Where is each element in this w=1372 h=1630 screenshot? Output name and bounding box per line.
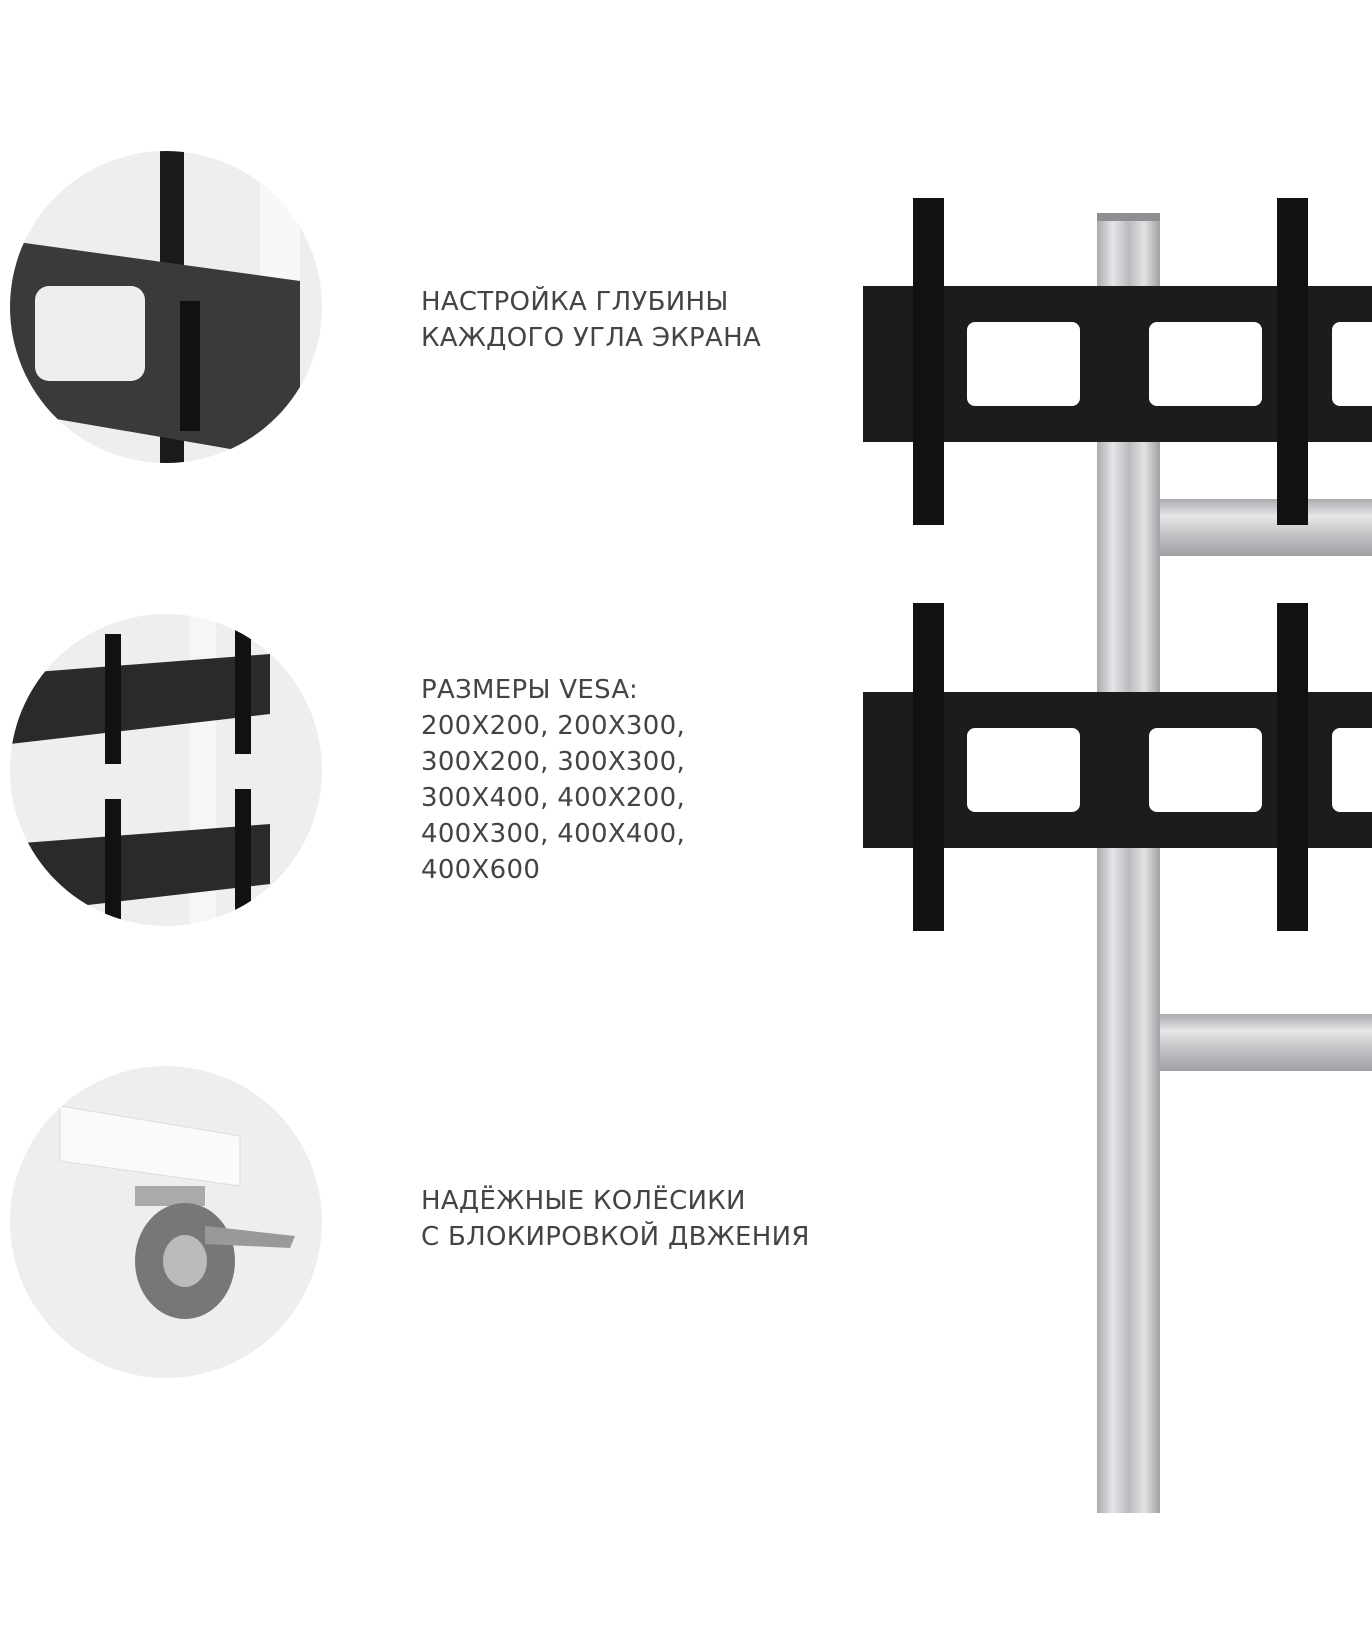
caption-line: РАЗМЕРЫ VESA:: [421, 675, 639, 705]
feature-depth-caption: НАСТРОЙКА ГЛУБИНЫ КАЖДОГО УГЛА ЭКРАНА: [421, 284, 761, 356]
caption-line: 300X200, 300X300,: [421, 747, 686, 777]
mount-bracket-bottom: [863, 603, 1372, 931]
feature-vesa-caption: РАЗМЕРЫ VESA: 200X200, 200X300, 300X200,…: [421, 672, 685, 888]
vesa-brackets-photo: [10, 614, 322, 926]
crossbar: [1160, 1014, 1372, 1071]
caption-line: 200X200, 200X300,: [421, 711, 686, 741]
caption-line: 400X300, 400X400,: [421, 819, 686, 849]
caption-line: 400X600: [421, 855, 541, 885]
caption-line: С БЛОКИРОВКОЙ ДВЖЕНИЯ: [421, 1222, 810, 1252]
mount-bracket-top: [863, 198, 1372, 525]
depth-adjust-photo: [10, 151, 322, 463]
crossbar: [1160, 499, 1372, 556]
caption-line: 300X400, 400X200,: [421, 783, 686, 813]
caption-line: КАЖДОГО УГЛА ЭКРАНА: [421, 323, 762, 353]
feature-casters-caption: НАДЁЖНЫЕ КОЛЁСИКИ С БЛОКИРОВКОЙ ДВЖЕНИЯ: [421, 1183, 810, 1255]
caption-line: НАДЁЖНЫЕ КОЛЁСИКИ: [421, 1186, 746, 1216]
caption-line: НАСТРОЙКА ГЛУБИНЫ: [421, 287, 729, 317]
caster-wheel-photo: [10, 1066, 322, 1378]
